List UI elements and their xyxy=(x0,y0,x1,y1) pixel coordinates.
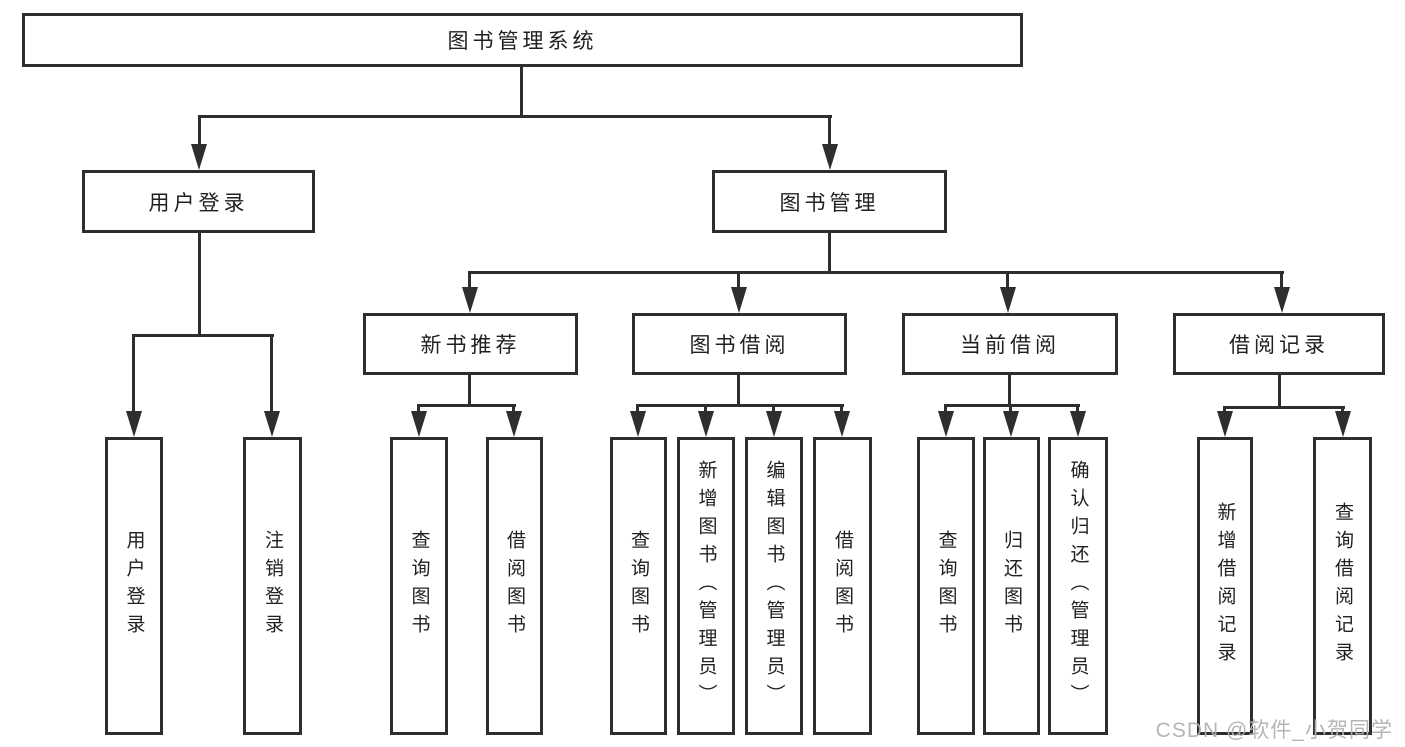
leaf-add-book-admin: 新增图书（管理员） xyxy=(677,437,735,735)
connector-line xyxy=(1006,271,1009,289)
arrowhead-icon xyxy=(191,144,207,170)
leaf-query-book-recommend: 查询图书 xyxy=(390,437,448,735)
connector-line xyxy=(1076,404,1079,413)
leaf-return-book: 归还图书 xyxy=(983,437,1040,735)
connector-line xyxy=(737,271,740,289)
arrowhead-icon xyxy=(698,411,714,437)
arrowhead-icon xyxy=(834,411,850,437)
connector-line xyxy=(1278,375,1281,408)
leaf-label: 新增借阅记录 xyxy=(1214,502,1236,670)
connector-line xyxy=(512,404,515,413)
leaf-label: 新增图书（管理员） xyxy=(695,460,717,712)
leaf-label: 用户登录 xyxy=(123,530,145,642)
leaf-label: 借阅图书 xyxy=(504,530,525,642)
connector-line xyxy=(772,404,775,413)
connector-line xyxy=(828,233,831,273)
leaf-edit-book-admin: 编辑图书（管理员） xyxy=(745,437,803,735)
node-user-login: 用户登录 xyxy=(82,170,315,233)
connector-line xyxy=(417,404,420,413)
connector-line xyxy=(198,233,201,336)
node-book-borrowing: 图书借阅 xyxy=(632,313,847,375)
node-new-book-recommend: 新书推荐 xyxy=(363,313,578,375)
arrowhead-icon xyxy=(1217,411,1233,437)
connector-line xyxy=(636,404,639,413)
arrowhead-icon xyxy=(731,287,747,313)
arrowhead-icon xyxy=(126,411,142,437)
leaf-user-login: 用户登录 xyxy=(105,437,163,735)
node-current-borrowing: 当前借阅 xyxy=(902,313,1118,375)
csdn-watermark: CSDN @软件_小贺同学 xyxy=(1155,719,1393,742)
arrowhead-icon xyxy=(506,411,522,437)
connector-line xyxy=(828,115,831,146)
connector-line xyxy=(468,375,471,406)
connector-line xyxy=(198,115,832,118)
arrowhead-icon xyxy=(1274,287,1290,313)
connector-line xyxy=(944,404,1080,407)
node-library-system: 图书管理系统 xyxy=(22,13,1023,67)
connector-line xyxy=(198,115,201,146)
arrowhead-icon xyxy=(630,411,646,437)
connector-line xyxy=(132,334,135,411)
leaf-logout: 注销登录 xyxy=(243,437,302,735)
leaf-borrow-book-recommend: 借阅图书 xyxy=(486,437,543,735)
leaf-label: 查询图书 xyxy=(935,530,957,642)
leaf-label: 确认归还（管理员） xyxy=(1067,460,1089,712)
leaf-label: 归还图书 xyxy=(1001,530,1022,642)
leaf-query-borrow-record: 查询借阅记录 xyxy=(1313,437,1372,735)
leaf-label: 查询图书 xyxy=(408,530,430,642)
connector-line xyxy=(468,271,471,289)
leaf-add-borrow-record: 新增借阅记录 xyxy=(1197,437,1253,735)
arrowhead-icon xyxy=(462,287,478,313)
connector-line xyxy=(270,334,273,411)
connector-line xyxy=(1280,271,1283,289)
arrowhead-icon xyxy=(411,411,427,437)
node-borrow-records: 借阅记录 xyxy=(1173,313,1385,375)
connector-line xyxy=(132,334,274,337)
leaf-query-book-borrowing: 查询图书 xyxy=(610,437,667,735)
leaf-label: 查询图书 xyxy=(628,530,649,642)
leaf-confirm-return-admin: 确认归还（管理员） xyxy=(1048,437,1108,735)
arrowhead-icon xyxy=(1335,411,1351,437)
connector-line xyxy=(417,404,516,407)
connector-line xyxy=(1341,406,1344,413)
connector-line xyxy=(737,375,740,406)
node-book-management: 图书管理 xyxy=(712,170,947,233)
connector-line xyxy=(1223,406,1226,413)
arrowhead-icon xyxy=(1070,411,1086,437)
arrowhead-icon xyxy=(1000,287,1016,313)
connector-line xyxy=(1223,406,1345,409)
connector-line xyxy=(636,404,844,407)
leaf-label: 查询借阅记录 xyxy=(1332,502,1353,670)
connector-line xyxy=(704,404,707,413)
connector-line xyxy=(944,404,947,413)
connector-line xyxy=(1009,404,1012,413)
arrowhead-icon xyxy=(264,411,280,437)
connector-line xyxy=(840,404,843,413)
arrowhead-icon xyxy=(822,144,838,170)
arrowhead-icon xyxy=(1003,411,1019,437)
connector-line xyxy=(1008,375,1011,406)
arrowhead-icon xyxy=(766,411,782,437)
leaf-query-book-current: 查询图书 xyxy=(917,437,975,735)
connector-line xyxy=(520,67,523,117)
leaf-label: 编辑图书（管理员） xyxy=(763,460,785,712)
leaf-label: 注销登录 xyxy=(262,530,283,642)
arrowhead-icon xyxy=(938,411,954,437)
leaf-borrow-book: 借阅图书 xyxy=(813,437,872,735)
connector-line xyxy=(468,271,1284,274)
leaf-label: 借阅图书 xyxy=(832,530,853,642)
